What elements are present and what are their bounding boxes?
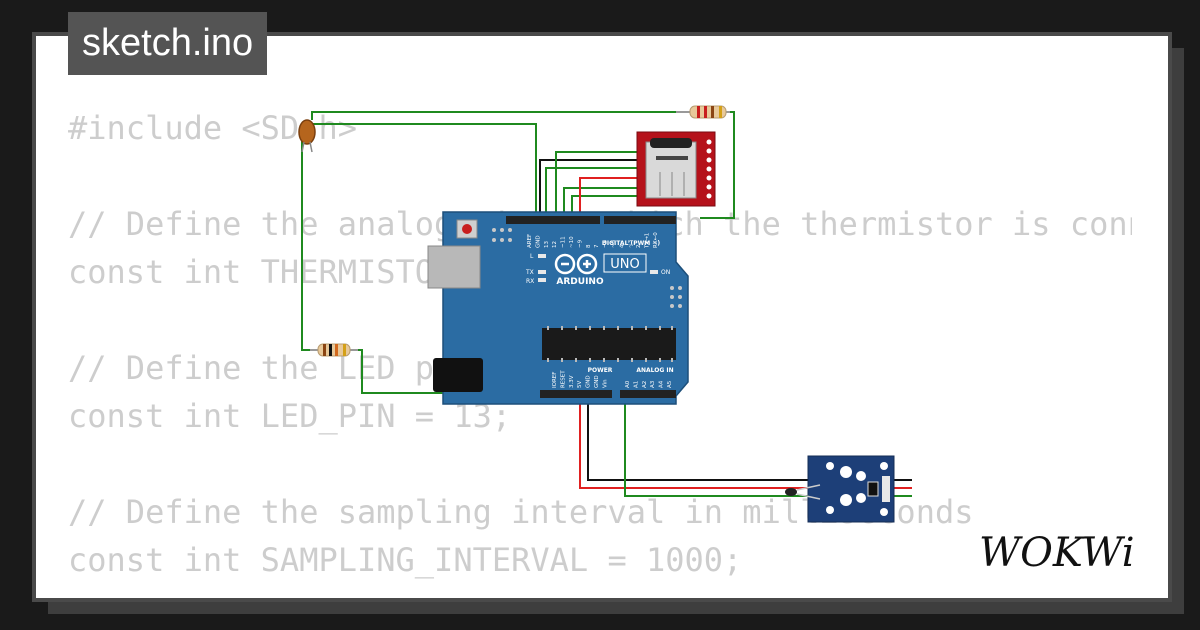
pin-label: IOREF (552, 372, 558, 388)
pin-label: 13 (544, 241, 550, 248)
wire-green (545, 167, 640, 218)
pin-label: ~3 (628, 239, 634, 248)
arduino-uno-board[interactable]: UNO ARDUINO DIGITAL (PWM ~) POWER ANALOG… (427, 211, 689, 405)
pin-label: A0 (625, 380, 631, 388)
usb-port (427, 245, 481, 289)
wire-green (311, 111, 690, 120)
code-line[interactable]: const int SAMPLING_INTERVAL = 1000; (68, 541, 743, 579)
ntc-sensor-module[interactable] (785, 455, 895, 523)
wire-green (301, 140, 318, 351)
led-label-on: ON (661, 269, 670, 276)
led-label-l: L (530, 253, 534, 260)
pin-label: A2 (642, 381, 648, 388)
pin-label: ~9 (577, 239, 583, 248)
board-model-label: UNO (610, 257, 639, 272)
led-label-tx: TX (525, 269, 534, 276)
pin-label: A1 (633, 381, 639, 388)
power-header (540, 390, 612, 398)
pin-label: GND (594, 375, 600, 388)
board-brand-label: ARDUINO (556, 277, 604, 287)
pin-label: 8 (586, 244, 592, 248)
led-component[interactable] (298, 119, 316, 153)
digital-header-low (604, 216, 676, 224)
wokwi-logo-text: WOKWi (979, 530, 1135, 576)
pin-label: TX→1 (645, 233, 651, 249)
resistor-left[interactable] (310, 343, 358, 357)
pin-label: ~6 (603, 239, 609, 248)
wire-black (539, 159, 640, 218)
pin-label: GND (535, 235, 541, 248)
led-label-rx: RX (526, 278, 534, 285)
arduino-logo-icon (554, 253, 598, 275)
power-jack (433, 358, 483, 392)
pin-label: GND (586, 375, 592, 388)
code-line[interactable]: const int LED_PIN = 13; (68, 397, 512, 435)
wire-green (571, 195, 640, 218)
digital-header-high (506, 216, 600, 224)
pin-label: A5 (667, 380, 673, 388)
analog-header (620, 390, 676, 398)
wire-green (563, 187, 640, 218)
microcontroller-chip (542, 328, 676, 360)
pin-label: RESET (560, 370, 566, 388)
pin-label: Vin (602, 379, 608, 388)
pin-label: 12 (552, 241, 558, 248)
pin-label: ~5 (611, 239, 617, 248)
pin-label: AREF (527, 234, 533, 248)
pin-label: RX←0 (653, 232, 659, 248)
pin-label: ~11 (561, 236, 567, 248)
pin-label: 4 (619, 244, 625, 248)
analog-header-label: ANALOG IN (636, 367, 673, 374)
pin-label: 7 (594, 244, 600, 248)
wire-red (579, 393, 912, 489)
resistor-top[interactable] (676, 105, 730, 119)
pin-label: A3 (650, 380, 656, 388)
pin-label: 2 (636, 245, 642, 249)
sd-card-module[interactable] (636, 131, 716, 207)
wire-green (312, 123, 537, 218)
digital-header-label: DIGITAL (PWM ~) (602, 240, 660, 247)
pin-label: 3.3V (569, 375, 575, 388)
power-header-label: POWER (588, 367, 613, 374)
thermistor-probe (785, 488, 797, 496)
pin-label: A4 (659, 380, 665, 388)
wire-green (555, 151, 640, 218)
code-line[interactable]: // Define the analog pin to which the th… (68, 205, 1132, 243)
pin-label: ~10 (569, 236, 575, 248)
wokwi-logo: WOKWi (979, 530, 1135, 576)
file-tab-title: sketch.ino (68, 12, 268, 75)
wire-black (587, 393, 912, 481)
pin-label: 5V (577, 381, 583, 388)
